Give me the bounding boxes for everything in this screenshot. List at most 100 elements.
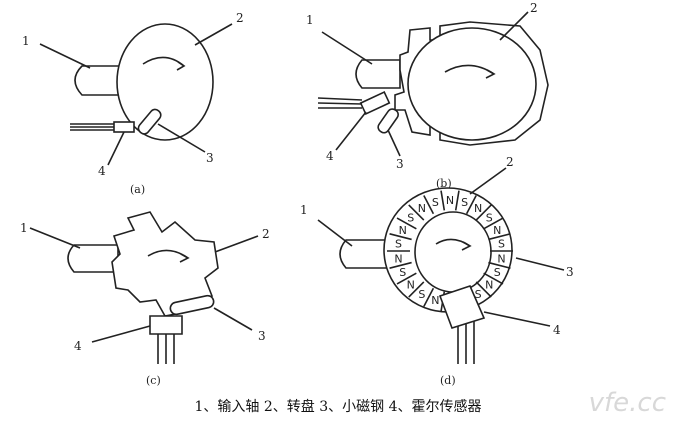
arrow-head	[176, 61, 186, 71]
magnet-pole-letter: N	[497, 252, 505, 265]
magnet-segment-divider	[465, 195, 477, 215]
label-3: 3	[258, 329, 266, 343]
magnet-pole-letter: S	[498, 238, 505, 251]
small-magnet	[137, 108, 162, 135]
arrow-head	[179, 253, 190, 263]
leader-4	[107, 131, 125, 166]
watermark: vfe.cc	[588, 388, 666, 418]
magnet-segment-divider	[396, 272, 417, 285]
magnet-pole-letter: S	[418, 288, 425, 301]
leader-1	[321, 31, 373, 65]
arrow-head	[461, 241, 472, 251]
magnet-pole-letter: N	[485, 278, 493, 291]
magnet-segment-divider	[454, 190, 460, 211]
label-1: 1	[20, 221, 28, 235]
label-4: 4	[98, 164, 106, 178]
label-4: 4	[553, 323, 561, 337]
magnet-pole-letter: S	[461, 196, 468, 209]
magnet-segments: NSNSNSNSNSNSNSNSNSNSNS	[387, 190, 513, 312]
sensor-wire	[317, 97, 363, 101]
small-magnet	[169, 294, 215, 316]
leader-2	[499, 11, 529, 41]
magnet-segment-divider	[475, 204, 492, 221]
leader-4	[335, 111, 367, 151]
panel-c: 1 2 3 4 (c)	[20, 211, 270, 387]
sublabel-a: (a)	[130, 183, 145, 196]
magnet-segment-divider	[389, 233, 412, 241]
leader-3	[213, 307, 253, 331]
panel-a: 1 2 3 4 (a)	[22, 11, 244, 196]
magnet-segment-divider	[389, 261, 412, 269]
hall-sensor	[113, 121, 135, 133]
label-1: 1	[306, 13, 314, 27]
magnet-pole-letter: S	[432, 196, 439, 209]
input-shaft	[339, 239, 389, 269]
leader-2	[194, 23, 233, 46]
label-3: 3	[566, 265, 574, 279]
magnet-segment-divider	[423, 287, 435, 307]
magnet-segment-divider	[475, 281, 492, 298]
leader-3	[515, 257, 565, 271]
magnet-segment-divider	[408, 281, 425, 298]
label-2: 2	[506, 155, 514, 169]
leader-3	[157, 123, 206, 153]
input-shaft	[355, 59, 401, 89]
sublabel-c: (c)	[146, 374, 161, 387]
panel-b: 1 2 3 4 (b)	[306, 1, 549, 190]
sublabel-d: (d)	[440, 374, 456, 387]
magnet-pole-letter: N	[394, 252, 402, 265]
turntable-disc	[116, 23, 214, 141]
leader-1	[29, 227, 81, 249]
label-1: 1	[300, 203, 308, 217]
magnet-pole-letter: N	[399, 224, 407, 237]
hall-sensor	[359, 91, 391, 115]
hall-sensor	[438, 285, 486, 329]
magnet-pole-letter: S	[407, 212, 414, 225]
label-4: 4	[74, 339, 82, 353]
magnet-pole-letter: N	[407, 278, 415, 291]
arrow-head	[485, 69, 496, 79]
magnet-pole-letter: N	[446, 194, 454, 207]
label-4: 4	[326, 149, 334, 163]
magnet-pole-letter: S	[399, 266, 406, 279]
leader-1	[39, 43, 91, 69]
turntable-face	[407, 27, 537, 141]
magnet-pole-letter: N	[493, 224, 501, 237]
magnet-segment-divider	[483, 217, 504, 230]
sensor-wire	[317, 102, 363, 105]
label-3: 3	[396, 157, 404, 171]
leader-2	[469, 167, 507, 195]
figure-caption: 1、输入轴 2、转盘 3、小磁钢 4、霍尔传感器	[194, 399, 482, 415]
magnet-segment-divider	[396, 217, 417, 230]
hall-sensor	[149, 315, 183, 335]
label-1: 1	[22, 34, 30, 48]
panel-d: NSNSNSNSNSNSNSNSNSNSNS 1 2 3 4 (d)	[300, 155, 574, 387]
magnet-segment-divider	[440, 190, 446, 211]
magnet-ring-inner	[414, 211, 492, 293]
input-shaft	[74, 65, 131, 96]
leader-4	[91, 325, 151, 343]
label-3: 3	[206, 151, 214, 165]
magnet-segment-divider	[483, 272, 504, 285]
magnet-segment-divider	[408, 204, 425, 221]
leader-1	[317, 219, 353, 247]
magnet-pole-letter: N	[474, 202, 482, 215]
magnet-segment-divider	[488, 261, 511, 269]
label-2: 2	[236, 11, 244, 25]
label-2: 2	[262, 227, 270, 241]
magnet-segment-divider	[423, 195, 435, 215]
leader-4	[483, 311, 551, 327]
magnet-pole-letter: S	[475, 288, 482, 301]
leader-2	[214, 235, 259, 253]
magnet-pole-letter: N	[418, 202, 426, 215]
small-magnet	[377, 108, 399, 134]
magnet-segment-divider	[488, 233, 511, 241]
label-2: 2	[530, 1, 538, 15]
magnet-pole-letter: N	[431, 294, 439, 307]
leader-3	[387, 129, 401, 157]
sublabel-b: (b)	[436, 177, 452, 190]
magnet-pole-letter: S	[486, 212, 493, 225]
input-shaft	[67, 244, 119, 273]
